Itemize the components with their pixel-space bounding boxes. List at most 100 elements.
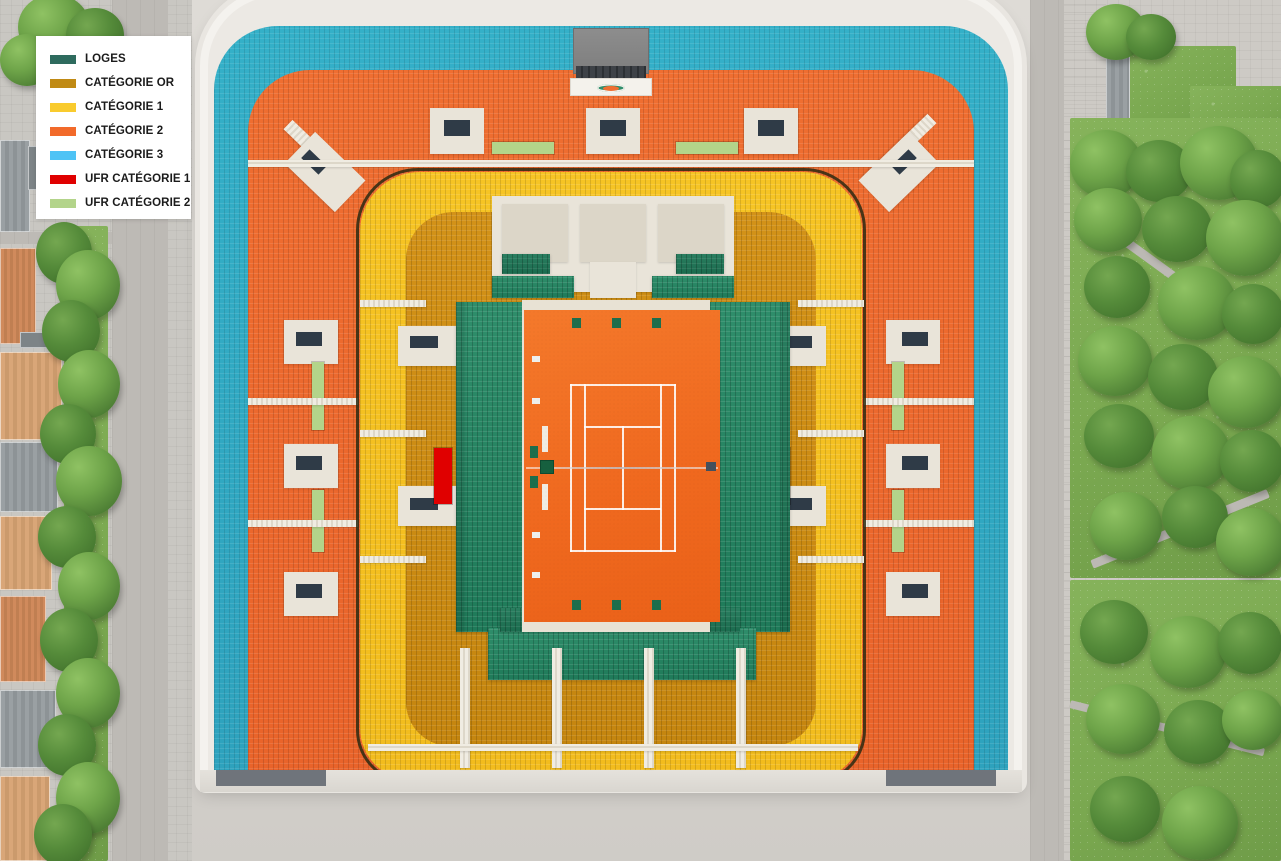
zone-ufr-categorie-2[interactable] [492, 142, 554, 154]
legend-label: CATÉGORIE 1 [85, 101, 164, 113]
net-post-east [706, 462, 716, 471]
loges-block[interactable] [492, 276, 574, 298]
vomitory-opening [410, 498, 438, 510]
tree [1222, 690, 1281, 750]
vomitory-opening [296, 456, 322, 470]
legend-swatch [50, 174, 76, 184]
press-box [658, 204, 724, 262]
south-apron [200, 770, 1022, 792]
legend-item-ufr-categorie-2[interactable]: UFR CATÉGORIE 2 [50, 191, 190, 215]
court-line-doubles-sideline [674, 384, 676, 552]
legend-label: UFR CATÉGORIE 1 [85, 173, 191, 185]
tunnel-entrance [886, 770, 996, 786]
tunnel-entrance [216, 770, 326, 786]
loges-block[interactable] [502, 254, 550, 274]
zone-ufr-categorie-2[interactable] [676, 142, 738, 154]
loges-block[interactable] [676, 254, 724, 274]
stairway [460, 648, 470, 768]
surroundings-right-park [1030, 0, 1281, 861]
tree [1084, 256, 1150, 318]
tree [1148, 344, 1218, 410]
tree [1208, 356, 1281, 428]
legend-item-categorie-or[interactable]: CATÉGORIE OR [50, 71, 181, 95]
court-line-singles-sideline [584, 384, 586, 552]
legend-label: CATÉGORIE 3 [85, 149, 164, 161]
courtside-seat [572, 318, 581, 328]
vomitory-opening [600, 120, 626, 136]
legend-item-categorie-3[interactable]: CATÉGORIE 3 [50, 143, 181, 167]
courtside-seat [530, 476, 538, 488]
court-line-service [584, 426, 661, 428]
loges-block[interactable] [652, 276, 734, 298]
legend-panel: LOGES CATÉGORIE OR CATÉGORIE 1 CATÉGORIE… [36, 36, 191, 219]
legend-item-loges[interactable]: LOGES [50, 47, 181, 71]
legend-item-categorie-1[interactable]: CATÉGORIE 1 [50, 95, 181, 119]
legend-swatch [50, 54, 76, 64]
tree [1150, 616, 1226, 688]
line-judge-marker [532, 356, 540, 362]
tree [1216, 508, 1281, 576]
tree [1230, 150, 1281, 208]
player-bench [542, 484, 548, 510]
vomitory-opening [296, 332, 322, 346]
aisle [368, 744, 858, 751]
courtside-seat [612, 318, 621, 328]
tree [1164, 700, 1232, 764]
legend-swatch [50, 102, 76, 112]
courtside-seat [572, 600, 581, 610]
tree [1084, 404, 1154, 468]
tennis-net [526, 467, 718, 469]
aisle [798, 556, 864, 563]
zone-ufr-categorie-2[interactable] [892, 362, 904, 430]
legend-label: UFR CATÉGORIE 2 [85, 197, 191, 209]
tree [1126, 14, 1176, 60]
tree [1142, 196, 1212, 262]
line-judge-marker [532, 572, 540, 578]
zone-ufr-categorie-2[interactable] [312, 362, 324, 430]
vomitory-opening [784, 336, 812, 348]
aisle [248, 398, 358, 405]
loges-west[interactable] [462, 302, 524, 632]
vomitory-opening [444, 120, 470, 136]
vomitory-opening [902, 584, 928, 598]
tree [1152, 416, 1230, 490]
clay-court[interactable] [524, 310, 720, 622]
aisle [798, 430, 864, 437]
legend-label: LOGES [85, 53, 126, 65]
courtside-seat [530, 446, 538, 458]
stairway [644, 648, 654, 768]
vomitory-opening [902, 456, 928, 470]
court-line-doubles-sideline [570, 384, 572, 552]
loges-east-edge[interactable] [782, 302, 790, 632]
stairway [736, 648, 746, 768]
legend-swatch [50, 150, 76, 160]
vomitory-opening [296, 584, 322, 598]
concourse-band [248, 160, 974, 167]
line-judge-marker [532, 398, 540, 404]
building-roof [0, 596, 46, 682]
tree [1086, 684, 1160, 754]
loges-west-edge[interactable] [456, 302, 464, 632]
legend-item-categorie-2[interactable]: CATÉGORIE 2 [50, 119, 181, 143]
legend-item-ufr-categorie-1[interactable]: UFR CATÉGORIE 1 [50, 167, 190, 191]
tree [1162, 786, 1238, 860]
aisle [864, 520, 974, 527]
aisle [248, 520, 358, 527]
tree [1080, 600, 1148, 664]
court-line-singles-sideline [660, 384, 662, 552]
loges-south[interactable] [488, 628, 756, 680]
press-box [580, 204, 646, 262]
courtside-seat [652, 600, 661, 610]
tree [1090, 776, 1160, 842]
tree [1090, 492, 1162, 560]
court-line-baseline [570, 550, 676, 552]
court-line-service [584, 508, 661, 510]
press-box [502, 204, 568, 262]
stairway [552, 648, 562, 768]
aisle [360, 430, 426, 437]
tree [34, 804, 92, 861]
vomitory-opening [902, 332, 928, 346]
zone-ufr-categorie-1[interactable] [434, 448, 452, 504]
tree [1078, 326, 1152, 396]
